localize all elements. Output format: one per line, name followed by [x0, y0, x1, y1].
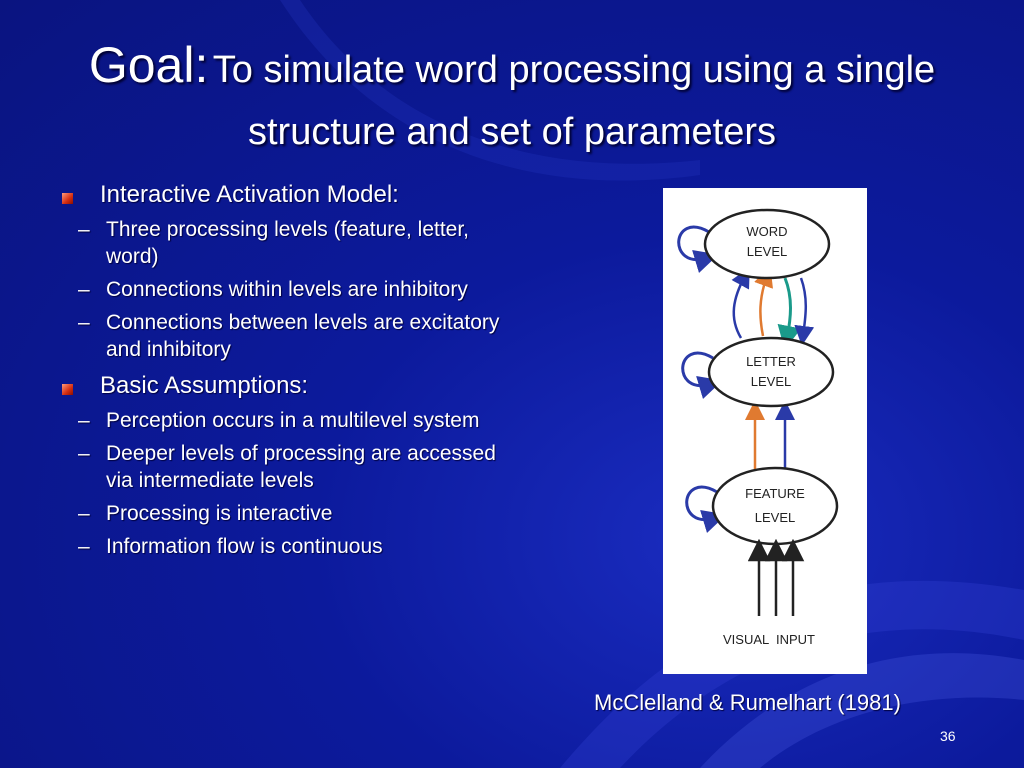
feature-self-loop	[685, 485, 727, 533]
sub-bullet: –Information flow is continuous	[60, 533, 500, 560]
sub-bullet-text: Connections within levels are inhibitory	[106, 278, 468, 301]
bullet-interactive-model: Interactive Activation Model: –Three pro…	[60, 180, 500, 363]
bullet-label: Interactive Activation Model:	[100, 181, 399, 208]
dash-marker: –	[78, 311, 90, 334]
sub-bullet-text: Information flow is continuous	[106, 535, 383, 558]
sub-bullet: –Connections between levels are excitato…	[60, 309, 500, 363]
bullet-basic-assumptions: Basic Assumptions: –Perception occurs in…	[60, 371, 500, 560]
sub-bullet: –Processing is interactive	[60, 500, 500, 527]
word-level-label-1: WORD	[746, 224, 787, 239]
sub-bullet-text: Deeper levels of processing are accessed…	[106, 442, 496, 492]
letter-level-node	[707, 336, 835, 408]
dash-marker: –	[78, 535, 90, 558]
letter-level-label-2: LEVEL	[751, 374, 791, 389]
sub-bullet-text: Three processing levels (feature, letter…	[106, 218, 470, 268]
slide-title: Goal: To simulate word processing using …	[30, 38, 994, 167]
sub-bullet: –Three processing levels (feature, lette…	[60, 216, 500, 270]
sub-bullet-text: Connections between levels are excitator…	[106, 311, 500, 361]
word-level-node	[703, 208, 831, 280]
letter-self-loop	[681, 351, 723, 399]
interactive-activation-diagram: WORD LEVEL LETTER LEVEL FEATURE LEVEL VI…	[663, 188, 867, 674]
bullet-square-icon	[62, 384, 73, 395]
sub-bullet: –Perception occurs in a multilevel syste…	[60, 407, 500, 434]
title-goal: Goal:	[88, 37, 209, 93]
word-level-label-2: LEVEL	[747, 244, 787, 259]
sub-bullet: –Deeper levels of processing are accesse…	[60, 440, 500, 494]
dash-marker: –	[78, 502, 90, 525]
dash-marker: –	[78, 409, 90, 432]
dash-marker: –	[78, 218, 90, 241]
bullet-label: Basic Assumptions:	[100, 372, 309, 399]
bullet-list: Interactive Activation Model: –Three pro…	[60, 180, 500, 568]
feature-level-node	[711, 466, 839, 546]
page-number: 36	[940, 728, 956, 744]
word-to-letter-blue-arrow	[794, 277, 815, 346]
visual-input-label: VISUAL INPUT	[723, 632, 815, 647]
feature-level-label-1: FEATURE	[745, 486, 805, 501]
word-to-letter-teal-arrow	[777, 277, 802, 350]
figure-caption: McClelland & Rumelhart (1981)	[594, 690, 901, 715]
sub-bullet: –Connections within levels are inhibitor…	[60, 276, 500, 303]
bullet-square-icon	[62, 193, 73, 204]
title-rest: To simulate word processing using a sing…	[212, 49, 936, 153]
diagram-svg: WORD LEVEL LETTER LEVEL FEATURE LEVEL VI…	[677, 208, 839, 647]
sub-bullet-text: Perception occurs in a multilevel system	[106, 409, 480, 432]
feature-level-label-2: LEVEL	[755, 510, 795, 525]
letter-to-word-orange-arrow	[754, 266, 773, 337]
letter-level-label-1: LETTER	[746, 354, 796, 369]
letter-to-word-blue-arrow	[731, 267, 750, 339]
dash-marker: –	[78, 442, 90, 465]
dash-marker: –	[78, 278, 90, 301]
sub-bullet-text: Processing is interactive	[106, 502, 333, 525]
word-self-loop	[677, 225, 719, 273]
